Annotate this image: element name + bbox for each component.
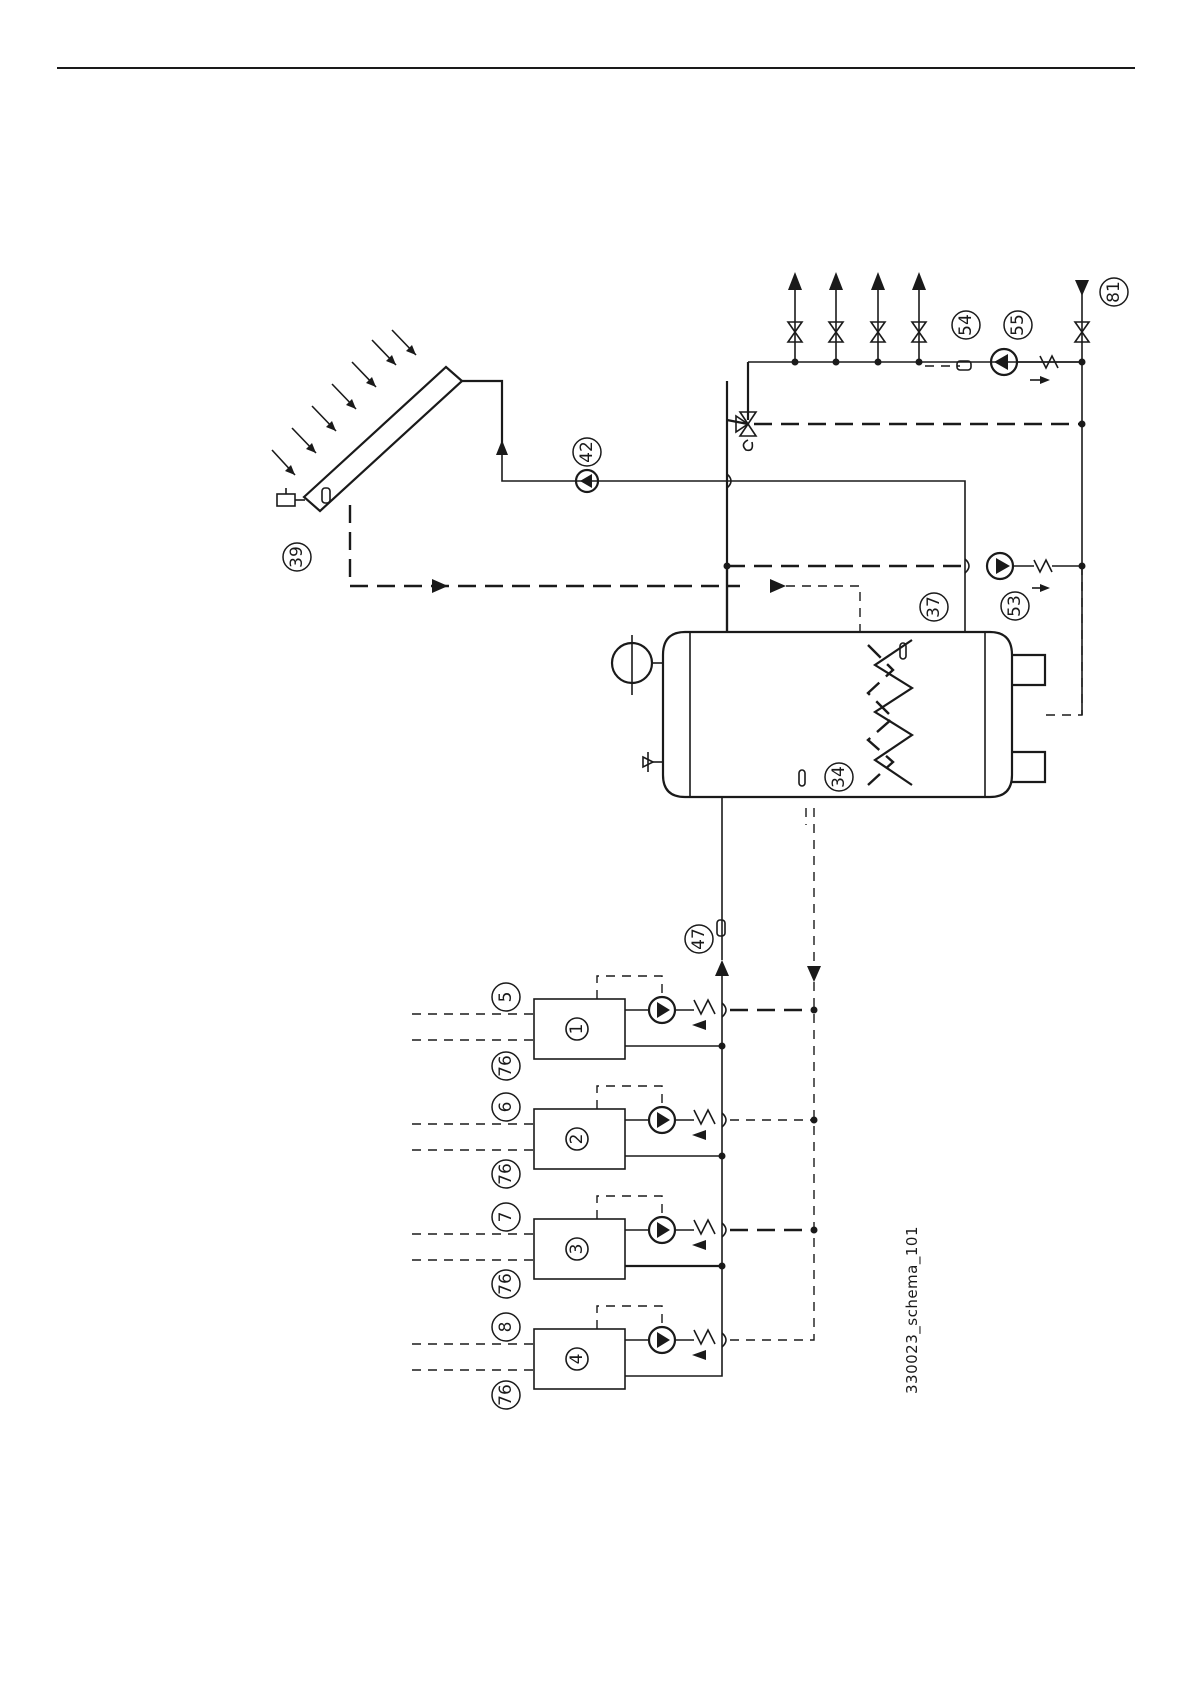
check-valve-icon bbox=[1034, 560, 1052, 572]
label-37: 37 bbox=[920, 593, 948, 621]
solar-collector bbox=[272, 330, 502, 511]
dhw-outlets bbox=[788, 272, 926, 366]
svg-text:53: 53 bbox=[1005, 595, 1025, 617]
label-76-d: 76 bbox=[492, 1381, 520, 1409]
label-55: 55 bbox=[1004, 311, 1032, 339]
svg-text:6: 6 bbox=[496, 1102, 516, 1113]
label-34: 34 bbox=[825, 763, 853, 791]
label-47: 47 bbox=[685, 925, 713, 953]
label-39: 39 bbox=[283, 543, 311, 571]
mixing-valve-icon bbox=[736, 412, 756, 450]
label-6: 6 bbox=[492, 1093, 520, 1121]
heater-2 bbox=[412, 1086, 818, 1169]
label-76-a: 76 bbox=[492, 1052, 520, 1080]
svg-text:7: 7 bbox=[496, 1212, 516, 1223]
label-76-b: 76 bbox=[492, 1160, 520, 1188]
heater-4 bbox=[412, 1306, 814, 1389]
label-8: 8 bbox=[492, 1313, 520, 1341]
svg-text:47: 47 bbox=[689, 928, 709, 950]
svg-text:76: 76 bbox=[496, 1273, 516, 1295]
heater-3-number: 3 bbox=[567, 1244, 587, 1255]
svg-text:54: 54 bbox=[956, 314, 976, 336]
heater-4-number: 4 bbox=[567, 1354, 587, 1365]
svg-text:81: 81 bbox=[1104, 281, 1124, 303]
heater-2-number: 2 bbox=[567, 1134, 587, 1145]
svg-text:39: 39 bbox=[287, 546, 307, 568]
svg-text:37: 37 bbox=[924, 596, 944, 618]
heater-3 bbox=[412, 1196, 818, 1279]
svg-text:8: 8 bbox=[496, 1322, 516, 1333]
label-53: 53 bbox=[1001, 592, 1029, 620]
solar-panel bbox=[304, 367, 462, 511]
svg-text:76: 76 bbox=[496, 1384, 516, 1406]
label-5: 5 bbox=[492, 983, 520, 1011]
diagram-caption: 330023_schema_101 bbox=[903, 1226, 922, 1394]
solar-coil bbox=[875, 640, 912, 785]
svg-text:76: 76 bbox=[496, 1055, 516, 1077]
label-76-c: 76 bbox=[492, 1270, 520, 1298]
heater-1 bbox=[412, 976, 818, 1059]
label-81: 81 bbox=[1100, 278, 1128, 306]
safety-valve-icon bbox=[643, 752, 663, 772]
air-vent-icon bbox=[277, 494, 295, 506]
svg-text:34: 34 bbox=[829, 766, 849, 788]
svg-text:42: 42 bbox=[577, 441, 597, 463]
svg-text:76: 76 bbox=[496, 1163, 516, 1185]
label-7: 7 bbox=[492, 1203, 520, 1231]
recirc-pump bbox=[987, 553, 1013, 579]
svg-text:5: 5 bbox=[496, 992, 516, 1003]
label-54: 54 bbox=[952, 311, 980, 339]
sun-rays bbox=[272, 330, 416, 475]
label-42: 42 bbox=[573, 438, 601, 466]
svg-text:55: 55 bbox=[1008, 314, 1028, 336]
heater-1-number: 1 bbox=[567, 1024, 587, 1035]
